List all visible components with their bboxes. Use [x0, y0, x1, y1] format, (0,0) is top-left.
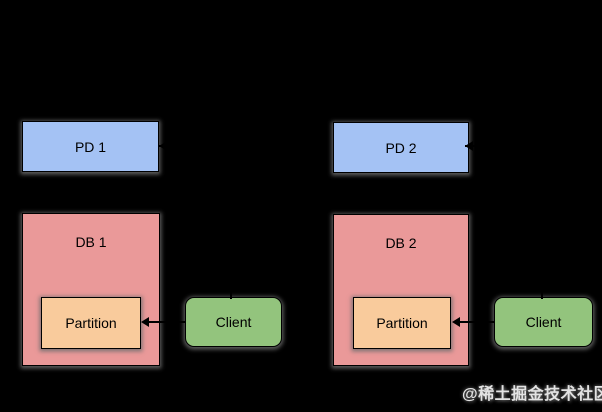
node-client2-label: Client [525, 314, 562, 330]
edge-client2-partition2-line [459, 321, 494, 323]
watermark: @稀土掘金技术社区 [462, 386, 602, 403]
edge-client2-pd2-vertical [541, 146, 543, 294]
node-partition1: Partition [41, 297, 141, 349]
node-client1: Client [185, 297, 282, 347]
edge-client1-partition1-line [148, 321, 185, 323]
node-db1-label: DB 1 [75, 234, 107, 250]
arrowhead-left-icon [141, 317, 149, 327]
node-partition1-label: Partition [65, 315, 117, 331]
node-pd1: PD 1 [22, 121, 159, 172]
edge-stub-client2-top [541, 293, 543, 299]
edge-stub-client1-top [230, 293, 232, 299]
arrowhead-left-icon [465, 141, 473, 151]
edge-client1-pd1-vertical [230, 146, 232, 294]
node-client1-label: Client [215, 314, 252, 330]
edge-client2-pd2-horizontal [465, 145, 543, 147]
node-client2: Client [494, 297, 593, 347]
node-pd2-label: PD 2 [385, 139, 417, 156]
edge-client1-pd1-horizontal [159, 145, 232, 147]
arrowhead-left-icon [452, 317, 460, 327]
node-partition2-label: Partition [376, 315, 428, 331]
node-partition2: Partition [353, 297, 451, 349]
node-db2-label: DB 2 [385, 235, 417, 251]
node-pd2: PD 2 [333, 122, 469, 173]
arrowhead-left-icon [159, 141, 167, 151]
node-pd1-label: PD 1 [74, 138, 107, 155]
